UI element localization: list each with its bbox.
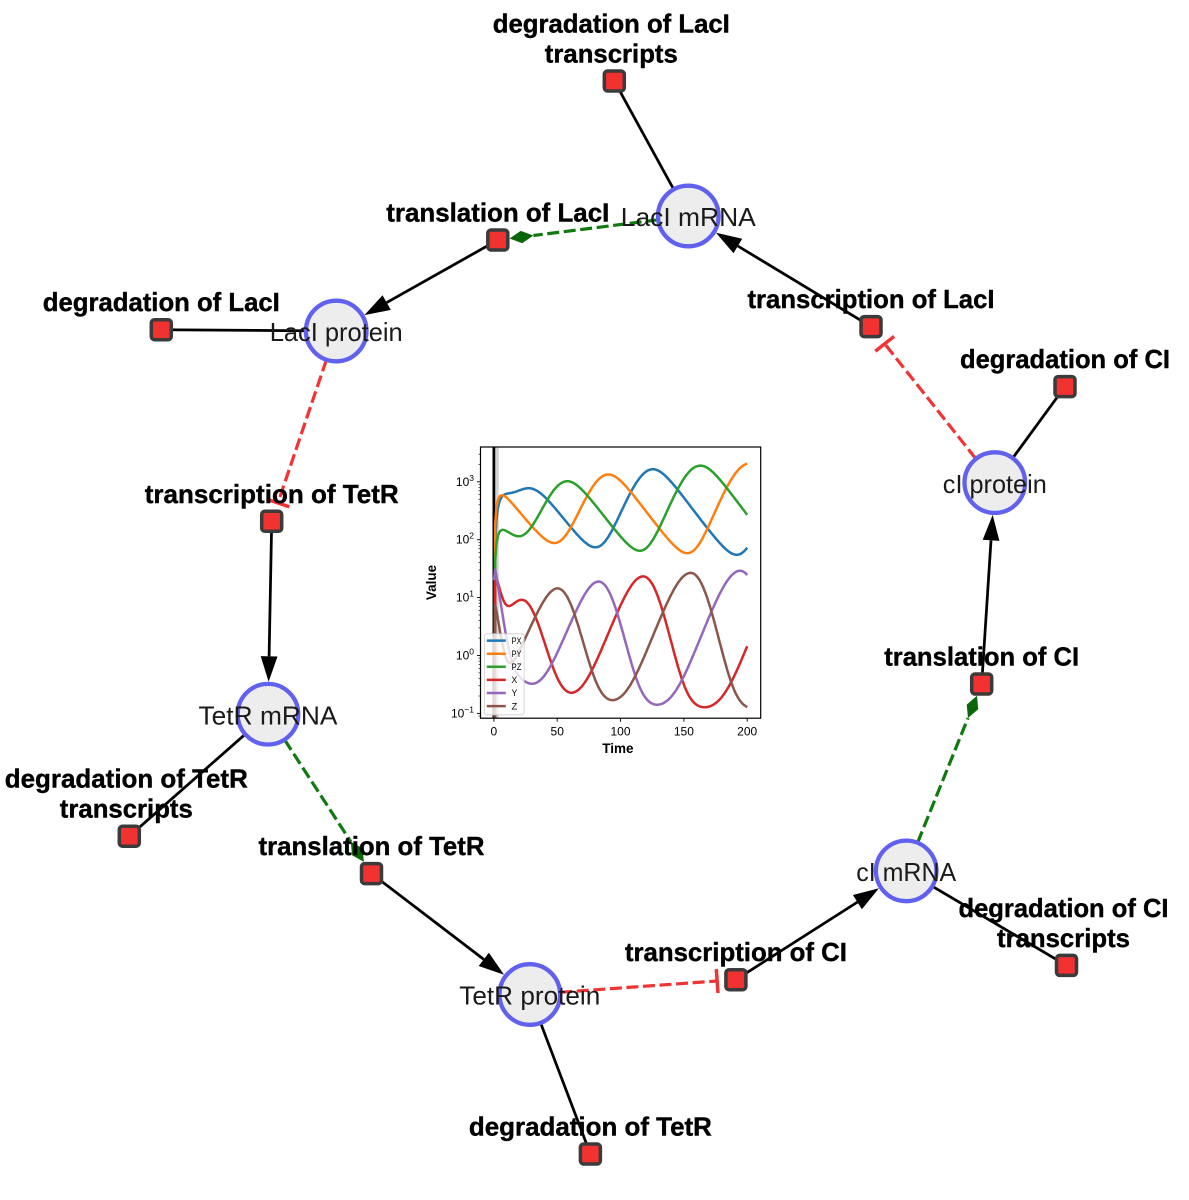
svg-text:LacI protein: LacI protein [270, 317, 403, 347]
svg-text:100: 100 [610, 725, 630, 739]
svg-text:transcripts: transcripts [545, 39, 678, 69]
svg-text:transcripts: transcripts [997, 923, 1130, 953]
svg-text:degradation of LacI: degradation of LacI [43, 287, 280, 317]
svg-text:degradation of CI: degradation of CI [959, 893, 1169, 923]
svg-text:translation of TetR: translation of TetR [259, 831, 485, 861]
svg-text:translation of CI: translation of CI [884, 642, 1079, 672]
svg-text:TetR protein: TetR protein [459, 981, 600, 1011]
svg-text:0: 0 [491, 725, 498, 739]
svg-text:LacI mRNA: LacI mRNA [621, 202, 757, 232]
svg-text:transcription of TetR: transcription of TetR [145, 479, 399, 509]
svg-text:degradation of TetR: degradation of TetR [5, 764, 248, 794]
svg-text:transcription of LacI: transcription of LacI [748, 284, 995, 314]
svg-text:Value: Value [424, 564, 439, 600]
svg-text:Time: Time [602, 741, 634, 756]
svg-text:translation of LacI: translation of LacI [386, 198, 609, 228]
svg-text:TetR mRNA: TetR mRNA [199, 700, 339, 730]
svg-text:cI protein: cI protein [943, 469, 1047, 499]
svg-text:150: 150 [674, 725, 694, 739]
svg-text:transcription of CI: transcription of CI [625, 937, 847, 967]
svg-text:degradation of LacI: degradation of LacI [493, 9, 730, 39]
svg-text:transcripts: transcripts [60, 794, 193, 824]
svg-text:50: 50 [551, 725, 565, 739]
svg-text:degradation of TetR: degradation of TetR [469, 1112, 712, 1142]
svg-text:PX: PX [512, 636, 522, 646]
svg-text:Z: Z [512, 701, 518, 711]
svg-text:cI mRNA: cI mRNA [856, 857, 957, 887]
svg-text:PZ: PZ [512, 662, 522, 672]
svg-text:PY: PY [512, 649, 522, 659]
svg-text:X: X [512, 675, 518, 685]
svg-text:degradation of CI: degradation of CI [960, 344, 1170, 374]
svg-text:Y: Y [512, 688, 518, 698]
svg-text:200: 200 [737, 725, 757, 739]
